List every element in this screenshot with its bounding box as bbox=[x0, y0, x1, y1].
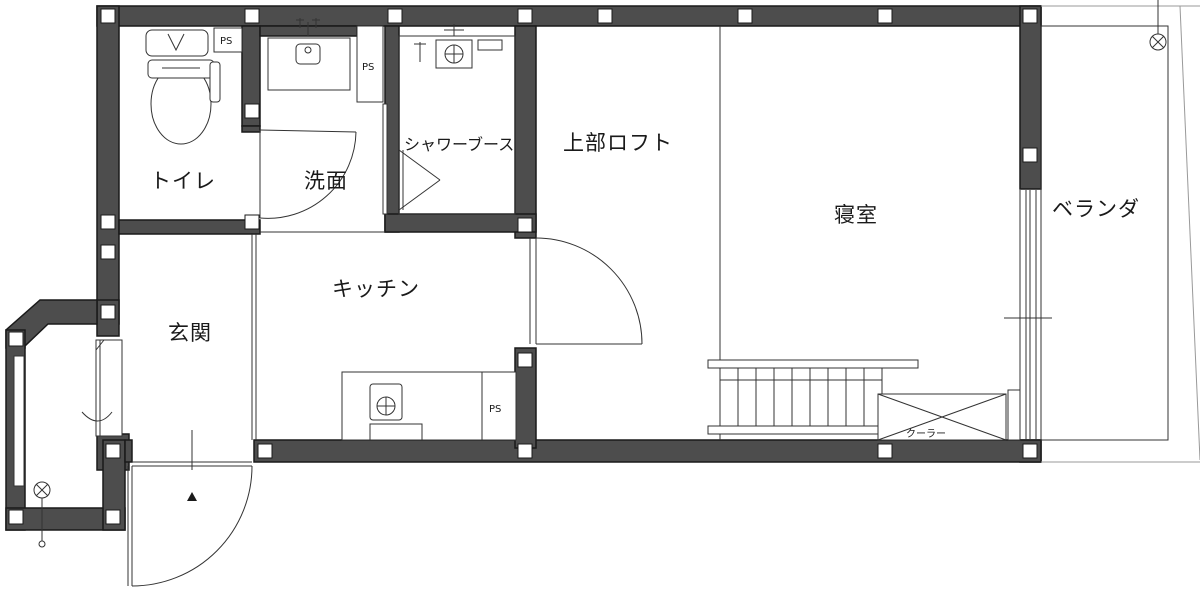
shower-fixtures bbox=[398, 24, 516, 215]
sink-icon bbox=[267, 37, 351, 91]
washroom-ps-box bbox=[356, 25, 384, 103]
shoe-cabinet bbox=[13, 339, 123, 487]
room-label-upper-loft: 上部ロフト bbox=[563, 131, 673, 155]
toilet-ps-label: PS bbox=[220, 36, 232, 47]
room-label-kitchen: キッチン bbox=[332, 277, 420, 301]
toilet-icon bbox=[145, 29, 221, 145]
entry-arrow-icon bbox=[187, 492, 197, 501]
washroom-right-panel bbox=[382, 103, 388, 215]
column-marks bbox=[8, 8, 1038, 525]
washroom-ps-label: PS bbox=[362, 62, 374, 73]
air-conditioner-icon bbox=[877, 393, 1007, 441]
door-swing-icon bbox=[529, 237, 643, 345]
door-swing-icon bbox=[259, 129, 357, 219]
drain-icon bbox=[33, 481, 51, 548]
room-label-veranda: ベランダ bbox=[1052, 197, 1140, 221]
drain-icon bbox=[1149, 0, 1167, 51]
stove-icon bbox=[341, 371, 483, 441]
stairs bbox=[707, 359, 919, 435]
room-label-entrance: 玄関 bbox=[168, 321, 212, 345]
kitchen-ps-box bbox=[481, 371, 517, 441]
air-conditioner-label: クーラー bbox=[906, 428, 946, 440]
room-label-shower-booth: シャワーブース bbox=[404, 135, 514, 154]
room-label-toilet: トイレ bbox=[150, 169, 216, 193]
kitchen-ps-label: PS bbox=[489, 404, 501, 415]
room-label-washroom: 洗面 bbox=[304, 169, 348, 193]
room-label-bedroom: 寝室 bbox=[834, 203, 878, 227]
entrance-door-swing bbox=[127, 465, 253, 587]
faucet-icon bbox=[296, 18, 320, 36]
toilet-ps-box bbox=[213, 27, 243, 53]
